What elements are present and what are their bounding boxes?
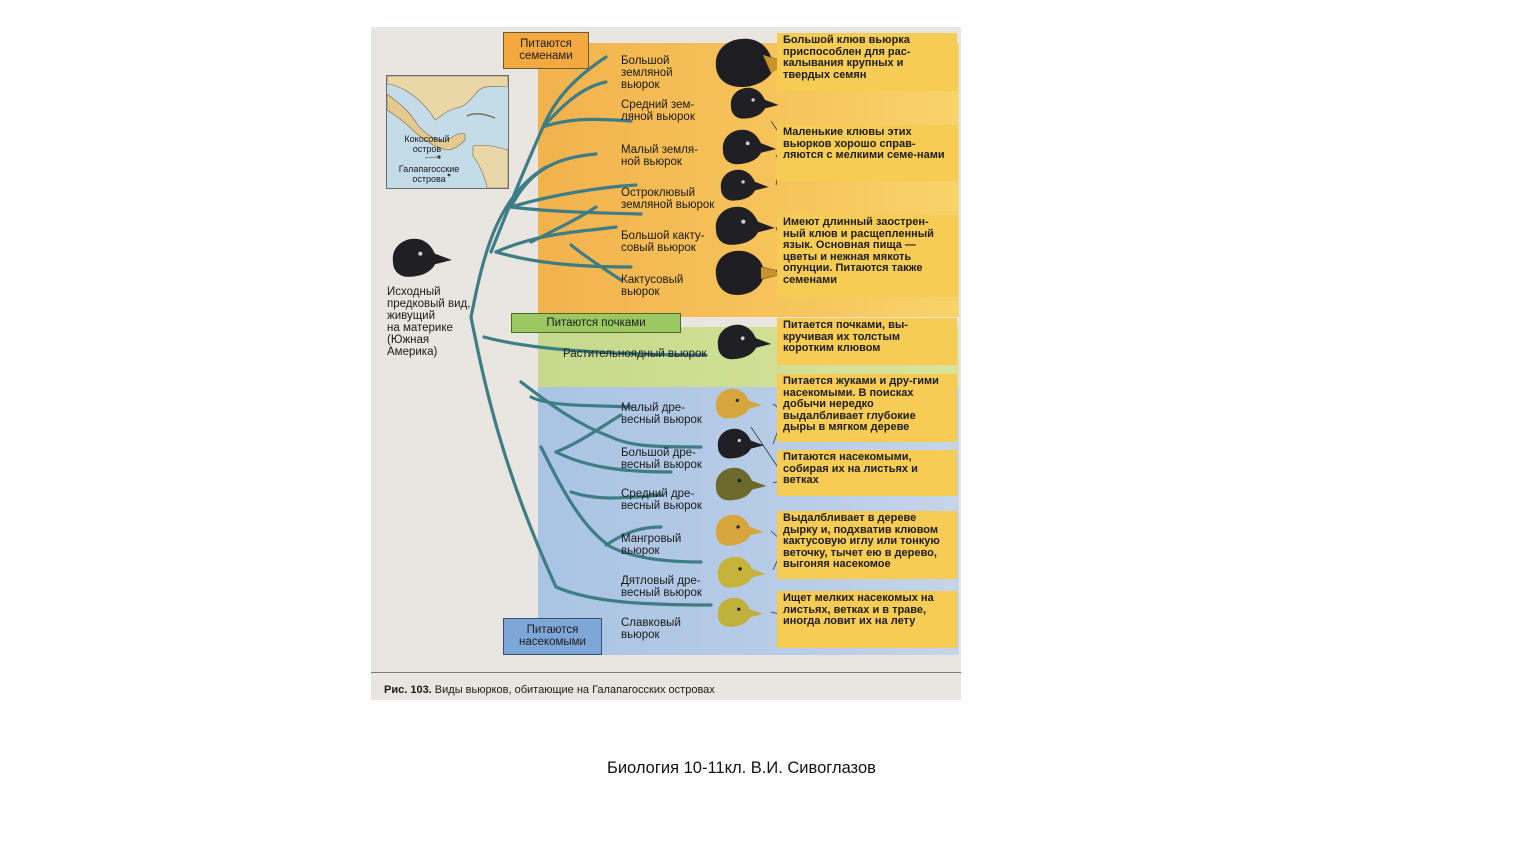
caption-number: Рис. 103.	[384, 684, 432, 696]
bird-icon-large-tree-finch	[717, 428, 764, 459]
bird-icon-cactus-finch	[715, 250, 789, 295]
phylogenetic-tree	[469, 55, 713, 607]
species-label: Средний зем- ляной вьюрок	[621, 99, 695, 123]
branch-insect-trunk	[469, 315, 558, 589]
bird-icon-sharp-beaked-finch	[720, 169, 769, 201]
description-box: Выдалбливает в дереве дырку и, подхватив…	[777, 511, 957, 579]
description-box: Ищет мелких насекомых на листьях, ветках…	[777, 591, 957, 648]
map-label-cocos: Кокосовый остров	[404, 134, 450, 154]
bird-icon-small-ground-finch	[722, 129, 777, 165]
species-label: Малый земля- ной вьюрок	[621, 144, 698, 168]
species-label: Большой какту- совый вьюрок	[621, 230, 705, 254]
bird-icon-warbler-finch	[717, 597, 763, 627]
species-label: Растительноядный вьюрок	[563, 348, 707, 360]
species-label: Славковый вьюрок	[621, 617, 681, 641]
bird-icon-vegetarian-finch	[717, 324, 772, 360]
finch-figure: Питаются семенами Питаются почками Питаю…	[371, 27, 961, 700]
figure-caption: Рис. 103. Виды вьюрков, обитающие на Гал…	[384, 684, 715, 696]
species-label: Остроклювый земляной вьюрок	[621, 187, 715, 211]
caption-divider	[371, 672, 961, 673]
map-landmass	[387, 76, 508, 188]
branch-bud	[482, 335, 708, 357]
map-inset: Кокосовый остров Галапагосские острова	[386, 75, 509, 189]
description-box: Большой клюв вьюрка приспособлен для рас…	[777, 33, 957, 91]
species-label: Большой дре- весный вьюрок	[621, 447, 702, 471]
bird-heads	[392, 38, 791, 627]
bird-icon-large-cactus-finch	[715, 206, 775, 245]
description-box: Питается почками, вы-кручивая их толстым…	[777, 318, 957, 365]
ancestor-label: Исходный предковый вид, живущий на матер…	[387, 286, 471, 358]
group-label-seed-eaters: Питаются семенами	[503, 32, 589, 69]
species-label: Большой земляной вьюрок	[621, 55, 673, 91]
species-label: Малый дре- весный вьюрок	[621, 402, 702, 426]
ancestor-bird-icon	[392, 238, 452, 277]
species-label: Мангровый вьюрок	[621, 533, 682, 557]
bird-icon-mangrove-finch	[715, 514, 764, 546]
source-credit: Биология 10-11кл. В.И. Сивоглазов	[607, 759, 876, 777]
bird-icon-medium-tree-finch	[715, 467, 767, 501]
caption-text: Виды вьюрков, обитающие на Галапагосских…	[431, 684, 715, 696]
bird-icon-woodpecker-finch	[717, 556, 766, 588]
species-label: Кактусовый вьюрок	[621, 274, 684, 298]
map-label-galapagos: Галапагосские острова	[398, 164, 460, 184]
bird-icon-small-tree-finch	[715, 388, 762, 419]
description-box: Имеют длинный заострен-ный клюв и расщеп…	[777, 215, 957, 297]
description-box: Питается жуками и дру-гими насекомыми. В…	[777, 374, 957, 442]
bird-icon-medium-ground-finch	[730, 87, 779, 119]
description-box: Маленькие клювы этих вьюрков хорошо спра…	[777, 125, 957, 181]
group-label-bud-eaters: Питаются почками	[511, 313, 681, 333]
group-label-insect-eaters: Питаются насекомыми	[503, 618, 602, 655]
species-label: Средний дре- весный вьюрок	[621, 488, 702, 512]
description-box: Питаются насекомыми, собирая их на листь…	[777, 450, 957, 496]
species-label: Дятловый дре- весный вьюрок	[621, 575, 702, 599]
